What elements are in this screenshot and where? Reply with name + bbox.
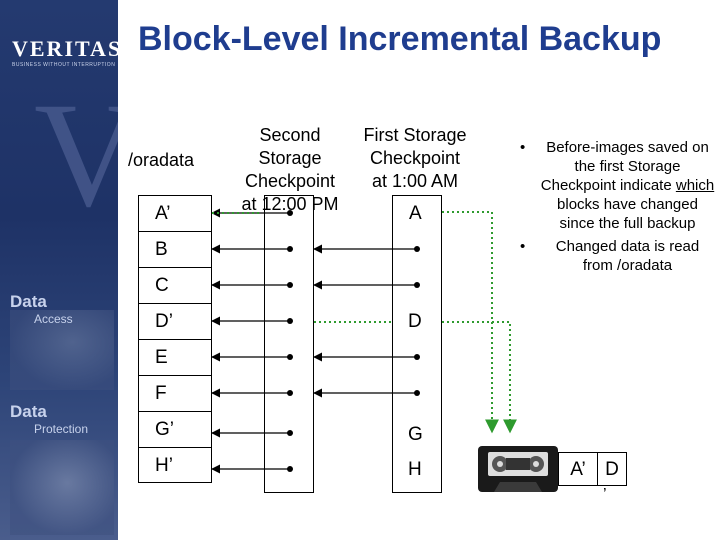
tape-block-a: A’ (558, 452, 598, 486)
second-heading-line2: Storage (258, 148, 322, 168)
notes-bullets: Before-images saved on the first Storage… (520, 138, 715, 279)
access-photo (10, 310, 114, 390)
protection-photo (10, 440, 114, 535)
first-ckpt-block-h: H (408, 459, 422, 480)
veritas-logo: VERITAS (12, 36, 118, 61)
first-heading-line1: First Storage (363, 125, 467, 145)
block-label-g: G’ (139, 412, 211, 448)
dot-row-g (287, 430, 293, 436)
second-checkpoint-heading: Second Storage Checkpoint at 12:00 PM (232, 124, 348, 216)
second-heading-line3: Checkpoint (244, 171, 336, 191)
dotted-a-to-tape (442, 211, 499, 434)
first-ckpt-block-d: D (408, 311, 422, 332)
tape-block-d: D (597, 452, 627, 486)
block-label-e: E (139, 340, 211, 376)
data-protection-sub: Protection (34, 422, 89, 436)
data-protection-word: Data (10, 402, 47, 421)
block-label-f: F (139, 376, 211, 412)
data-access-word: Data (10, 292, 47, 311)
block-label-c: C (139, 268, 211, 304)
second-checkpoint-column (264, 195, 314, 493)
second-heading-line1: Second (259, 125, 321, 145)
brand-sidebar: VERITAS BUSINESS WITHOUT INTERRUPTION V … (0, 0, 118, 540)
logo-tagline: BUSINESS WITHOUT INTERRUPTION (12, 62, 116, 68)
block-label-b: B (139, 232, 211, 268)
bullet1-text-underlined: which (675, 177, 715, 194)
bullet-before-images: Before-images saved on the first Storage… (520, 138, 715, 233)
first-heading-line3: at 1:00 AM (371, 171, 459, 191)
slide-title: Block-Level Incremental Backup (138, 20, 662, 58)
oradata-label: /oradata (128, 150, 195, 170)
dot-row-h (287, 466, 293, 472)
first-ckpt-block-a: A (409, 203, 422, 224)
block-label-a: A’ (139, 196, 211, 232)
cassette-tape-icon (478, 446, 558, 492)
bullet1-text-post: blocks have changed since the full backu… (557, 196, 698, 232)
tape-extra-mark: ’ (603, 486, 607, 503)
row-arrows (211, 208, 420, 474)
bullet1-text-pre: Before-images saved on the first Storage… (540, 139, 709, 194)
oradata-block-column: A’ B C D’ E F G’ H’ (138, 195, 212, 483)
bullet-changed-data: Changed data is read from /oradata (520, 237, 715, 275)
block-label-d: D’ (139, 304, 211, 340)
dot-row-b (287, 246, 293, 252)
dot-row-d (287, 318, 293, 324)
big-v-watermark: V (34, 72, 118, 238)
first-heading-line2: Checkpoint (369, 148, 461, 168)
dotted-d-to-tape (442, 321, 517, 434)
dot-row-a (287, 210, 293, 216)
dotted-links (212, 211, 517, 434)
second-heading-line4: at 12:00 PM (241, 194, 339, 214)
dot-row-e (287, 354, 293, 360)
dot-row-c (287, 282, 293, 288)
block-label-h: H’ (155, 455, 173, 476)
first-checkpoint-column (392, 195, 442, 493)
first-to-second-arrows (313, 244, 417, 398)
dot-row-f (287, 390, 293, 396)
first-ckpt-block-g: G (408, 424, 423, 445)
data-access-sub: Access (34, 312, 73, 326)
first-checkpoint-heading: First Storage Checkpoint at 1:00 AM (352, 124, 478, 193)
